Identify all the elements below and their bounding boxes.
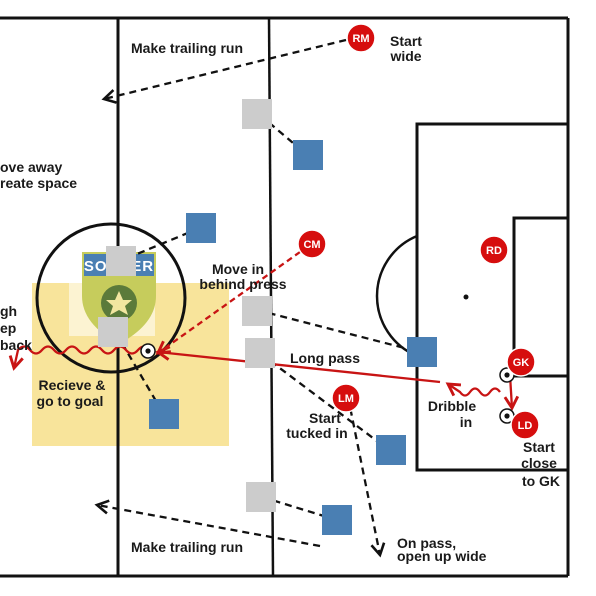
grey-player (106, 246, 136, 276)
svg-text:GK: GK (513, 357, 530, 369)
label-on-pass: On pass, (397, 535, 456, 551)
label-on-pass: open up wide (397, 548, 487, 564)
svg-text:LM: LM (338, 393, 354, 405)
grey-player (245, 338, 275, 368)
grey-player (242, 296, 272, 326)
player-ld: LD (510, 410, 540, 440)
label-move-away: reate space (0, 175, 77, 191)
label-move-in: behind press (199, 276, 286, 292)
label-long-pass: Long pass (290, 350, 360, 366)
grey-player (246, 482, 276, 512)
svg-text:LD: LD (518, 420, 533, 432)
blue-player (407, 337, 437, 367)
blue-player (293, 140, 323, 170)
label-recieve: Recieve & (39, 377, 106, 393)
grey-player (242, 99, 272, 129)
football-icon (140, 343, 156, 359)
blue-player (186, 213, 216, 243)
blue-player (376, 435, 406, 465)
pitch-lines (0, 16, 570, 578)
blue-players (149, 140, 437, 535)
label-start-tucked: tucked in (286, 425, 347, 441)
label-dribble: Dribble (428, 398, 476, 414)
label-dribble: in (460, 414, 472, 430)
svg-text:RM: RM (352, 33, 369, 45)
annotations: Make trailing run Start wide ove away re… (0, 33, 560, 564)
label-start-wide: wide (389, 48, 421, 64)
player-cm: CM (297, 229, 327, 259)
label-move-in: Move in (212, 261, 264, 277)
label-high-step-back: ep (0, 320, 16, 336)
label-trailing-run-bottom: Make trailing run (131, 539, 243, 555)
penalty-spot (463, 294, 469, 300)
player-rd: RD (479, 235, 509, 265)
label-start-tucked: Start (309, 410, 341, 426)
grey-player (98, 317, 128, 347)
label-move-away: ove away (0, 159, 62, 175)
player-lm: LM (331, 383, 361, 413)
label-start-close: close (521, 455, 557, 471)
label-trailing-run-top: Make trailing run (131, 40, 243, 56)
red-arrows (8, 251, 520, 411)
label-high-step-back: gh (0, 303, 17, 319)
label-start-close: to GK (522, 473, 560, 489)
player-gk: GK (506, 347, 536, 377)
player-rm: RM (346, 23, 376, 53)
label-recieve: go to goal (37, 393, 104, 409)
label-start-close: Start (523, 439, 555, 455)
blue-player (322, 505, 352, 535)
svg-text:CM: CM (303, 239, 320, 251)
blue-player (149, 399, 179, 429)
grey-players (98, 99, 276, 512)
red-players: RM CM RD GK LM LD (297, 23, 540, 440)
svg-text:RD: RD (486, 245, 502, 257)
label-high-step-back: back (0, 337, 32, 353)
label-start-wide: Start (390, 33, 422, 49)
